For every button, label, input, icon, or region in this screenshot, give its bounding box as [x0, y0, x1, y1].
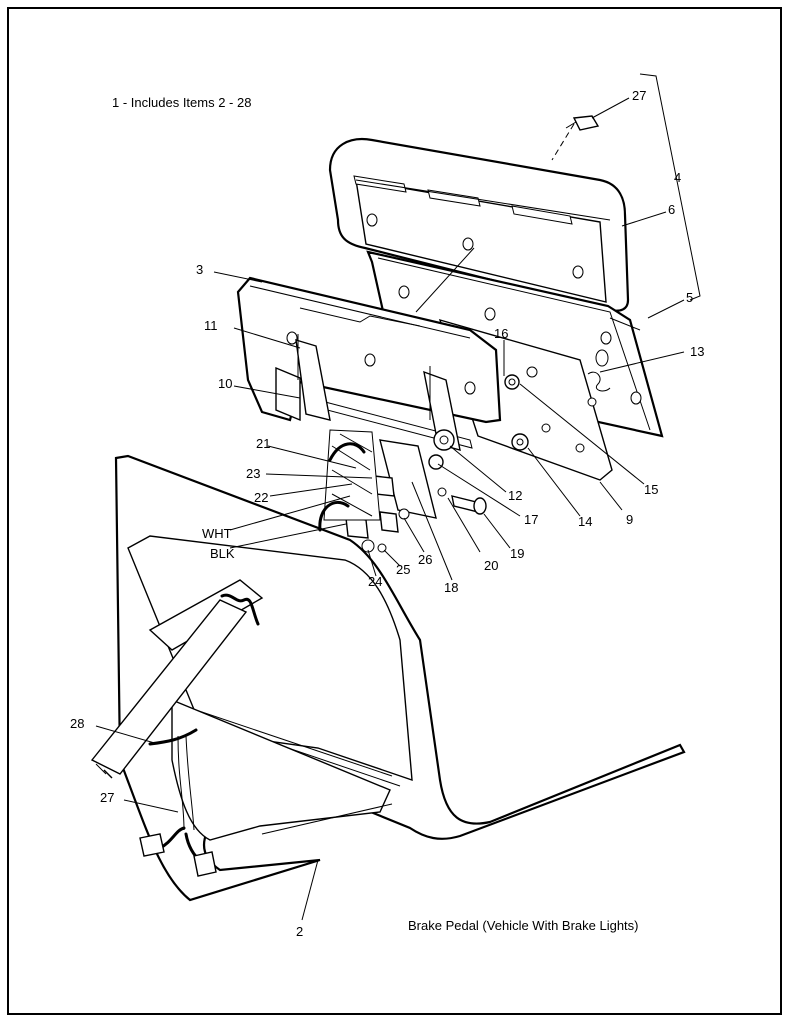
figure-caption: Brake Pedal (Vehicle With Brake Lights): [408, 918, 639, 933]
callout-25: 25: [396, 562, 410, 577]
callout-17: 17: [524, 512, 538, 527]
callout-labels: 27 4 6 5 3 11 16 13 10 21 23 22 15 12 17…: [70, 88, 704, 939]
callout-22: 22: [254, 490, 268, 505]
callout-24: 24: [368, 574, 382, 589]
item-10-11-side-tabs: [295, 334, 461, 451]
callout-20: 20: [484, 558, 498, 573]
item-4-group-bracket: [639, 73, 701, 301]
callout-7: 27: [632, 88, 646, 103]
callout-6: 6: [668, 202, 675, 217]
callout-28: 28: [70, 716, 84, 731]
diagram-border: [7, 7, 782, 1015]
wire-label-blk: BLK: [210, 546, 235, 561]
callout-11: 11: [204, 318, 218, 333]
callout-9: 9: [626, 512, 633, 527]
callout-18: 18: [444, 580, 458, 595]
callout-5: 5: [686, 290, 693, 305]
callout-10: 10: [218, 376, 232, 391]
hardware-parts: [323, 115, 611, 553]
callout-23: 23: [246, 466, 260, 481]
callout-15: 15: [644, 482, 658, 497]
callout-13: 13: [690, 344, 704, 359]
leader-lines: [95, 97, 685, 921]
callout-19: 19: [510, 546, 524, 561]
callout-26: 26: [418, 552, 432, 567]
callout-12: 12: [508, 488, 522, 503]
header-note: 1 - Includes Items 2 - 28: [112, 95, 251, 110]
wiring: [139, 442, 366, 877]
callout-14: 14: [578, 514, 592, 529]
callout-16: 16: [494, 326, 508, 341]
callout-27: 27: [100, 790, 114, 805]
callout-4: 4: [674, 170, 681, 185]
callout-2: 2: [296, 924, 303, 939]
callout-3: 3: [196, 262, 203, 277]
item-6-pedal-pad: [328, 138, 630, 312]
callout-21: 21: [256, 436, 270, 451]
wire-label-wht: WHT: [202, 526, 232, 541]
